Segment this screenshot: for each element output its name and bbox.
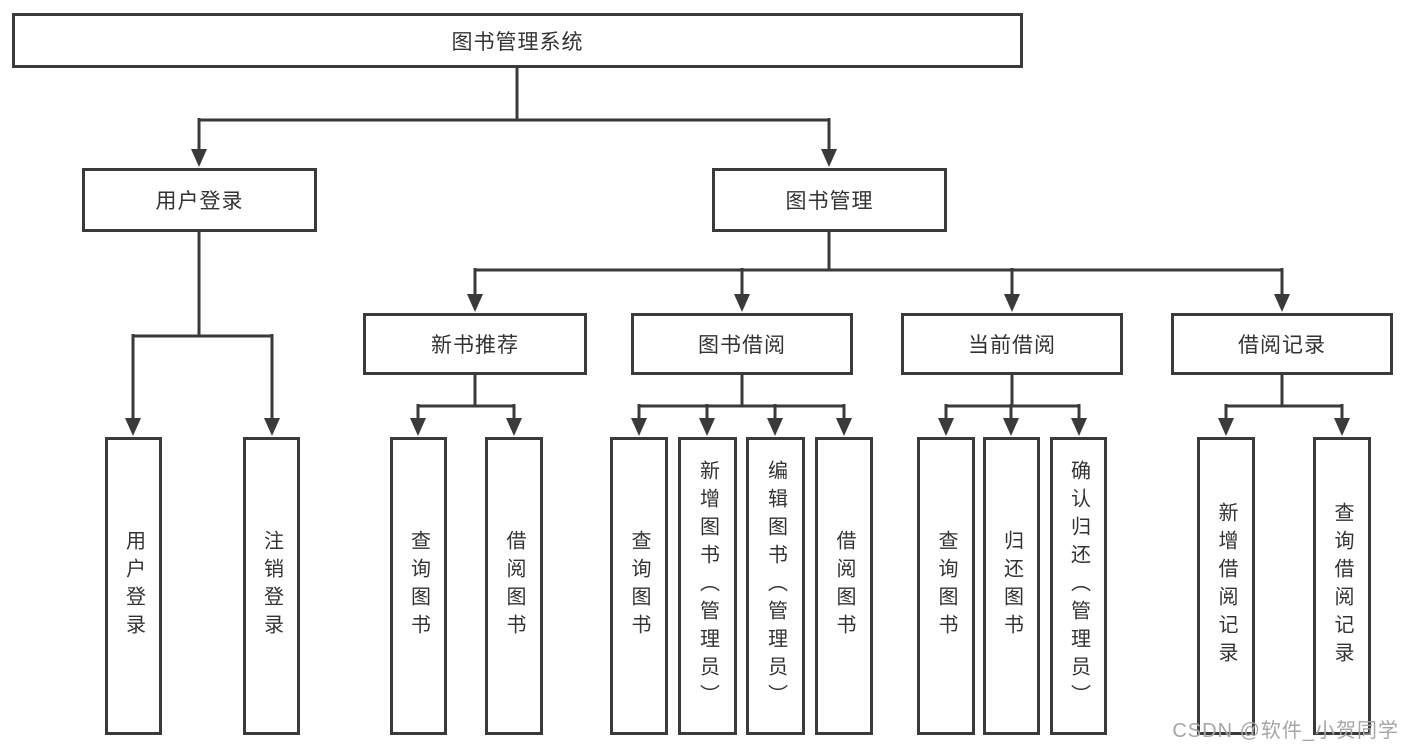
node-label: 图书借阅 bbox=[698, 334, 786, 357]
leaf-add-book-admin: 新增图书（管理员） bbox=[678, 437, 737, 735]
leaf-query-books-current: 查询图书 bbox=[917, 437, 975, 735]
leaf-query-books-recommend: 查询图书 bbox=[390, 437, 447, 735]
node-label: 查询图书 bbox=[628, 530, 650, 642]
node-current-borrow: 当前借阅 bbox=[901, 313, 1123, 375]
leaf-return-book: 归还图书 bbox=[983, 437, 1040, 735]
connector-root-to-level2 bbox=[191, 68, 837, 167]
node-new-book-recommend: 新书推荐 bbox=[363, 313, 587, 375]
leaf-borrow-books-recommend: 借阅图书 bbox=[485, 437, 543, 735]
node-label: 借阅记录 bbox=[1238, 334, 1326, 357]
node-label: 图书管理 bbox=[785, 190, 874, 213]
node-label: 借阅图书 bbox=[503, 530, 525, 642]
node-label: 新书推荐 bbox=[431, 334, 519, 357]
node-label: 查询图书 bbox=[407, 530, 430, 642]
node-label: 新增图书（管理员） bbox=[696, 460, 719, 712]
node-book-mgmt: 图书管理 bbox=[712, 168, 947, 232]
node-label: 借阅图书 bbox=[833, 530, 855, 642]
node-root: 图书管理系统 bbox=[12, 13, 1023, 68]
connector-current-branch bbox=[938, 375, 1087, 436]
node-book-borrow: 图书借阅 bbox=[631, 313, 853, 375]
node-user-login-branch: 用户登录 bbox=[82, 168, 317, 232]
node-label: 编辑图书（管理员） bbox=[764, 460, 787, 712]
csdn-watermark: CSDN @软件_小贺同学 bbox=[1172, 720, 1399, 742]
node-borrow-records: 借阅记录 bbox=[1171, 313, 1393, 375]
connector-recommend-branch bbox=[410, 375, 522, 436]
leaf-logout: 注销登录 bbox=[243, 437, 300, 735]
connector-user-login-branch bbox=[125, 232, 280, 436]
node-label: 用户登录 bbox=[155, 190, 244, 213]
leaf-borrow-books: 借阅图书 bbox=[815, 437, 873, 735]
node-label: 归还图书 bbox=[1000, 530, 1023, 642]
connector-borrow-branch bbox=[631, 375, 852, 436]
node-root-label: 图书管理系统 bbox=[451, 30, 584, 54]
leaf-edit-book-admin: 编辑图书（管理员） bbox=[746, 437, 805, 735]
node-label: 注销登录 bbox=[260, 530, 283, 642]
connector-book-mgmt-branch bbox=[467, 232, 1290, 312]
leaf-query-books-borrow: 查询图书 bbox=[610, 437, 668, 735]
node-label: 查询借阅记录 bbox=[1331, 502, 1353, 670]
leaf-query-borrow-record: 查询借阅记录 bbox=[1313, 437, 1371, 735]
node-label: 当前借阅 bbox=[968, 334, 1056, 357]
leaf-add-borrow-record: 新增借阅记录 bbox=[1197, 437, 1255, 735]
leaf-user-login: 用户登录 bbox=[105, 437, 162, 735]
node-label: 新增借阅记录 bbox=[1215, 502, 1237, 670]
connector-records-branch bbox=[1218, 375, 1350, 436]
leaf-confirm-return-admin: 确认归还（管理员） bbox=[1050, 437, 1107, 735]
node-label: 用户登录 bbox=[122, 530, 145, 642]
node-label: 确认归还（管理员） bbox=[1067, 460, 1090, 712]
node-label: 查询图书 bbox=[935, 530, 957, 642]
